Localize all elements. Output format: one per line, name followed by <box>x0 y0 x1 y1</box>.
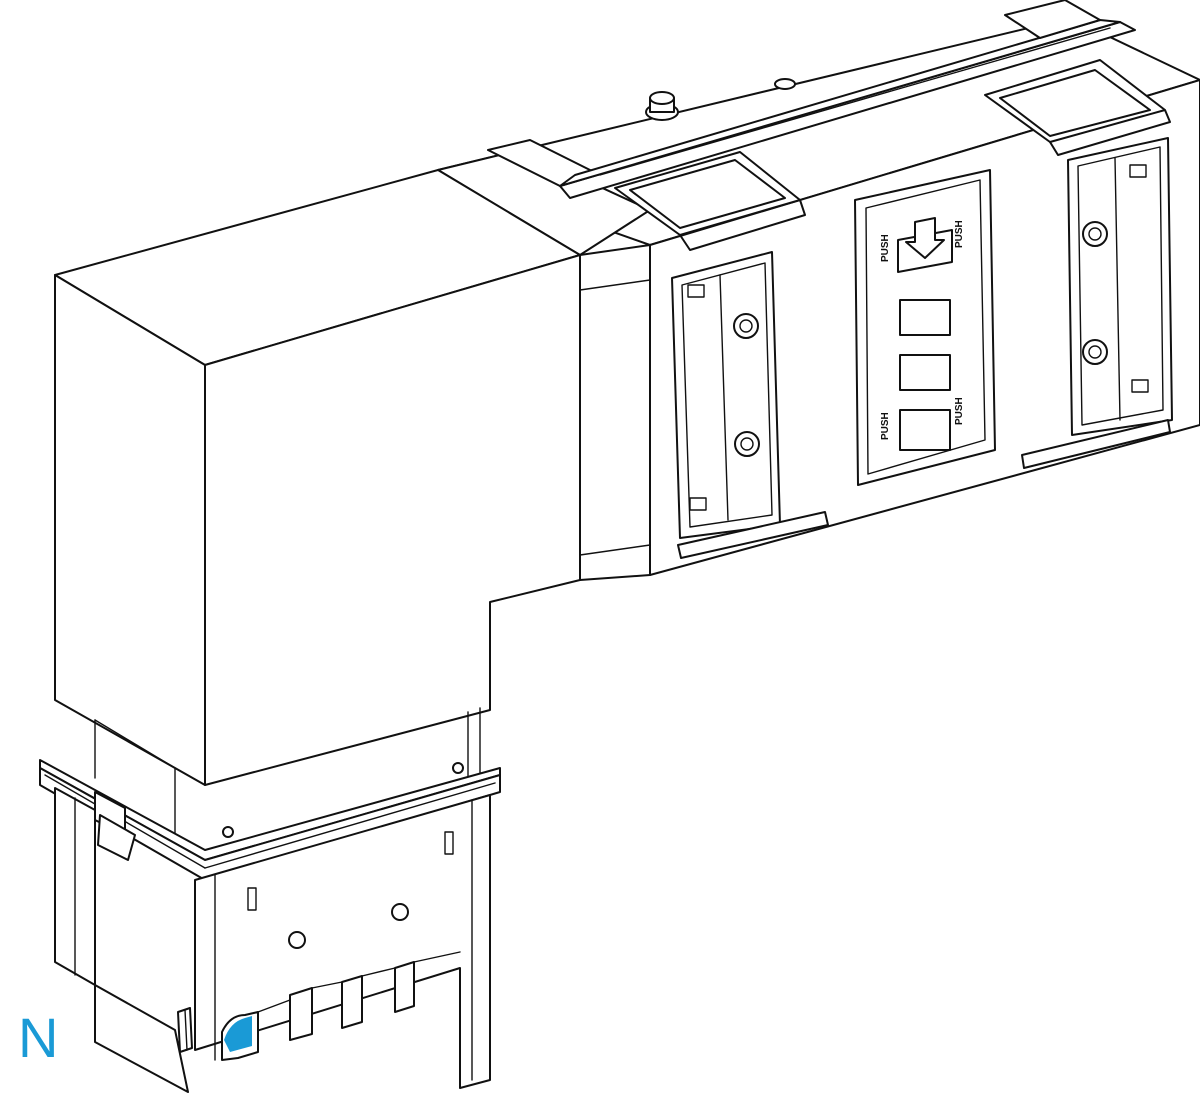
push-label-4: PUSH <box>954 397 965 425</box>
elbow-body <box>54 169 581 861</box>
busbar-fingers <box>221 951 461 1061</box>
push-release-panel: PUSH PUSH PUSH PUSH <box>854 169 996 486</box>
right-bolt-panel <box>1021 137 1173 469</box>
push-label-2: PUSH <box>954 220 965 248</box>
top-bolt <box>645 78 796 121</box>
vertical-connection <box>39 759 501 1093</box>
push-label-1: PUSH <box>880 234 891 262</box>
left-bolt-panel <box>671 251 829 559</box>
down-arrow-icon <box>905 217 945 259</box>
neutral-label: N <box>18 1006 59 1069</box>
push-label-3: PUSH <box>880 412 891 440</box>
horizontal-busway-section: PUSH PUSH PUSH PUSH <box>437 0 1200 581</box>
neutral-busbar <box>224 1016 252 1052</box>
